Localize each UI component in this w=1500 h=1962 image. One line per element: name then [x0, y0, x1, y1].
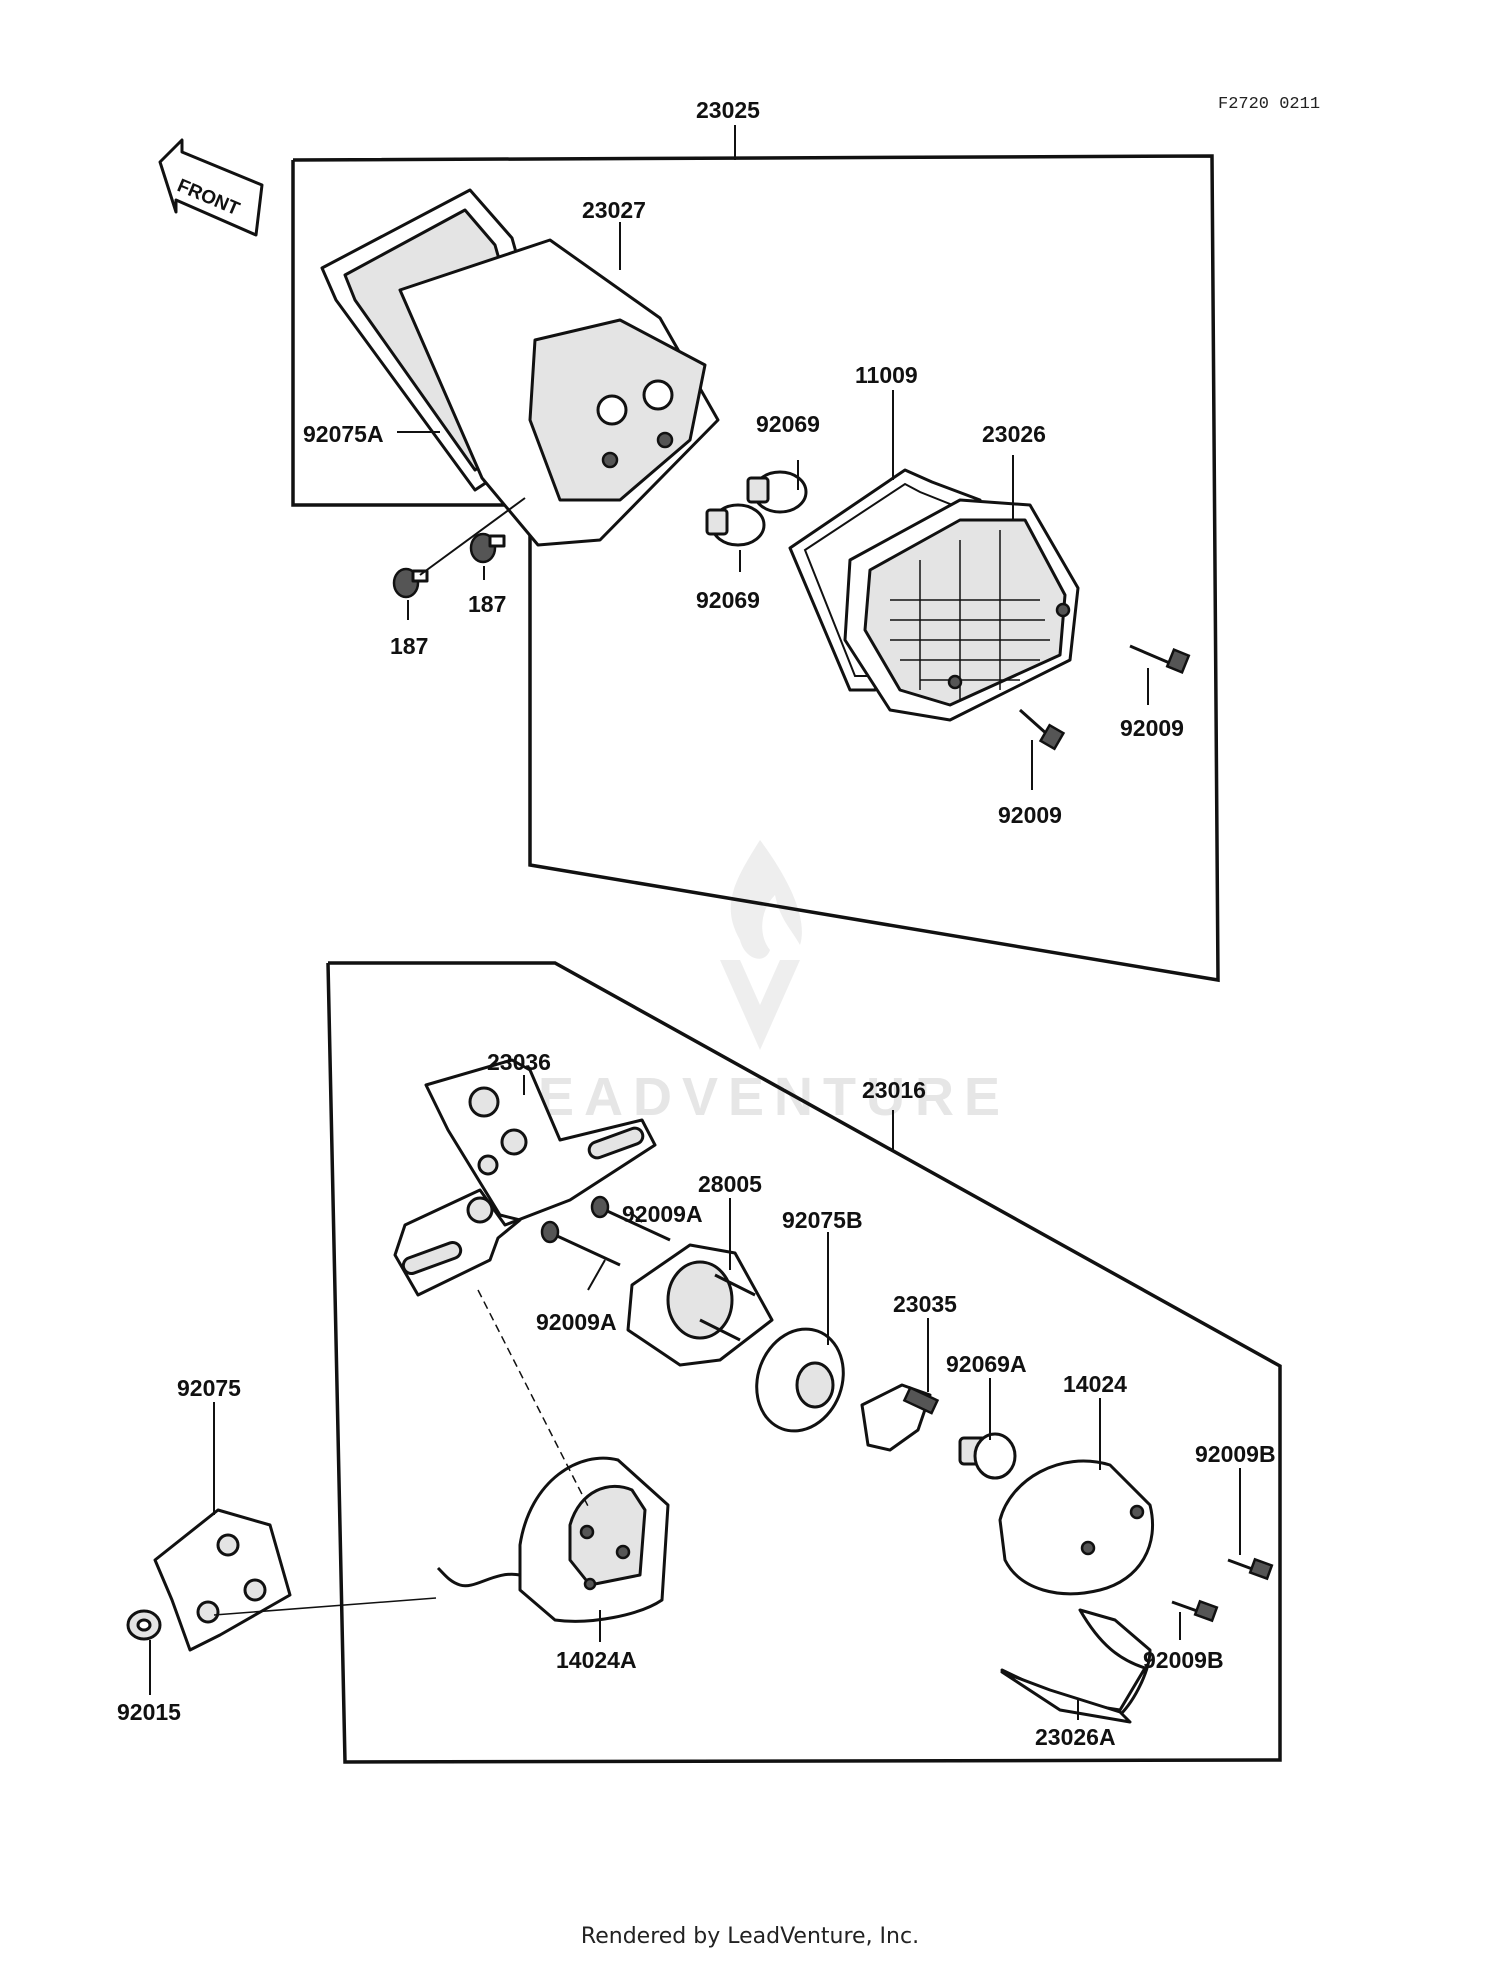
bolt-92009A-bottom [540, 1220, 621, 1267]
label-28005: 28005 [698, 1171, 762, 1197]
label-14024: 14024 [1063, 1371, 1127, 1397]
lens-23026 [843, 498, 1080, 722]
label-92009A-bottom: 92009A [536, 1309, 617, 1335]
label-23025: 23025 [696, 97, 760, 123]
bulb-92069A [958, 1432, 1017, 1480]
label-92015: 92015 [117, 1699, 181, 1725]
lens-23026A [1000, 1608, 1152, 1724]
wire-harness [436, 1566, 521, 1588]
label-14024A: 14024A [556, 1647, 637, 1673]
label-23026A: 23026A [1035, 1724, 1116, 1750]
fastener-187-right [469, 532, 506, 564]
label-92009B-bottom: 92009B [1143, 1647, 1224, 1673]
bracket-23036 [393, 1058, 657, 1297]
pad-92075 [153, 1508, 292, 1652]
label-92075A: 92075A [303, 421, 384, 447]
assembly-frame-23025 [291, 154, 1220, 983]
socket-plate-28005 [626, 1243, 774, 1367]
bulb-92069-bottom [705, 503, 766, 547]
label-92069A: 92069A [946, 1351, 1027, 1377]
label-92009-right: 92009 [1120, 715, 1184, 741]
assembly-frame-23016 [326, 961, 1282, 1764]
label-92069-bottom: 92069 [696, 587, 760, 613]
nut-92015 [126, 1609, 162, 1641]
watermark-text: LEADVENTURE [495, 1067, 1010, 1127]
label-92075: 92075 [177, 1375, 241, 1401]
lens-grid [890, 530, 1050, 700]
front-arrow-icon: FRONT [158, 138, 264, 237]
gasket-92075B [755, 1327, 845, 1433]
fastener-187-left [392, 567, 429, 599]
watermark: LEADVENTURE [495, 840, 1010, 1127]
label-23036: 23036 [487, 1049, 551, 1075]
screw-92009-right [1129, 644, 1191, 674]
label-23035: 23035 [893, 1291, 957, 1317]
label-187-left: 187 [390, 633, 428, 659]
label-23016: 23016 [862, 1077, 926, 1103]
screw-92009B-top [1227, 1557, 1274, 1581]
label-23026: 23026 [982, 421, 1046, 447]
screw-92009-bottom [1019, 708, 1066, 751]
label-187-right: 187 [468, 591, 506, 617]
label-92009-bottom: 92009 [998, 802, 1062, 828]
base-housing-23027 [398, 238, 720, 547]
lamp-cover-14024 [998, 1459, 1155, 1596]
label-92075B: 92075B [782, 1207, 863, 1233]
bolt-92009A-top [590, 1195, 671, 1242]
drawing-code: F2720 0211 [1218, 95, 1320, 114]
label-92009B-top: 92009B [1195, 1441, 1276, 1467]
label-11009: 11009 [855, 362, 918, 388]
label-92009A-top: 92009A [622, 1201, 703, 1227]
socket-23035 [860, 1383, 940, 1452]
label-92069-top: 92069 [756, 411, 820, 437]
license-lamp-14024A [518, 1456, 670, 1623]
screw-92009B-bottom [1171, 1599, 1219, 1623]
label-23027: 23027 [582, 197, 646, 223]
part-labels: 23025 23027 92075A 11009 92069 23026 920… [117, 97, 1276, 1750]
bulb-92069-top [746, 470, 808, 514]
footer-credit: Rendered by LeadVenture, Inc. [580, 1924, 920, 1949]
